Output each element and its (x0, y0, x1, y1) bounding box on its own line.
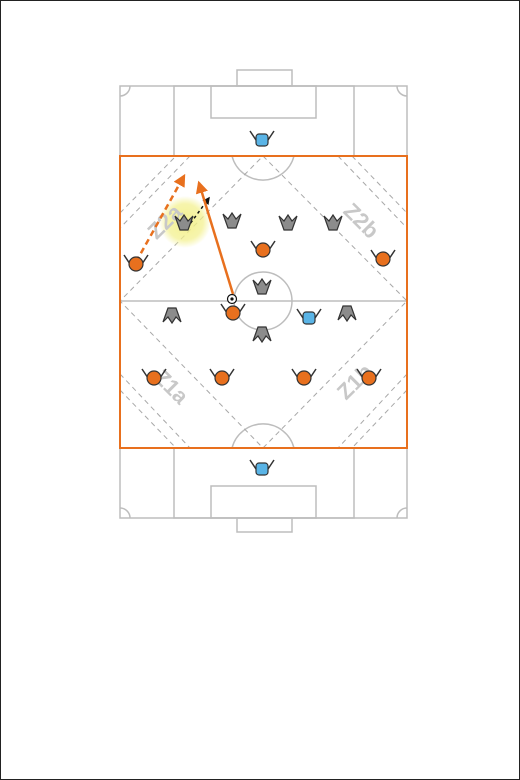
grey-opponent-icon (323, 213, 343, 231)
players-layer (123, 130, 396, 476)
top-goal (236, 69, 293, 87)
grey-opponent-icon (252, 326, 272, 344)
grey-opponent-icon (337, 305, 357, 323)
central-diamond (119, 155, 408, 449)
run-arrow-left-player (134, 173, 186, 263)
orange-player-icon (123, 254, 149, 272)
bottom-penalty-box (173, 447, 355, 519)
grey-opponent-icon (278, 213, 298, 231)
goalkeeper-icon (249, 459, 275, 476)
goalkeeper-icon (296, 308, 322, 325)
bottom-penalty-arc (231, 423, 295, 449)
pitch-boundary (119, 85, 408, 519)
top-penalty-arc (231, 155, 295, 181)
goalkeeper-icon (249, 130, 275, 147)
grey-opponent-icon (222, 211, 242, 229)
grey-opponent-icon (162, 307, 182, 325)
run-arrow-centre-player (195, 180, 235, 295)
zone-label-z2b: Z2b (339, 198, 384, 243)
grey-opponent-icon (174, 213, 194, 231)
orange-player-icon (291, 368, 317, 386)
orange-player-icon (141, 368, 167, 386)
orange-player-icon (250, 240, 276, 258)
orange-player-icon (209, 368, 235, 386)
zone-dividers (119, 155, 408, 449)
bottom-goal (236, 517, 293, 533)
orange-player-icon (370, 249, 396, 267)
orange-player-icon (356, 368, 382, 386)
top-six-yard-box (210, 85, 317, 119)
orange-player-icon (220, 303, 246, 321)
bottom-six-yard-box (210, 485, 317, 519)
playing-zone-border (119, 155, 408, 449)
grey-opponent-icon (252, 277, 272, 295)
soccer-ball-icon (226, 293, 238, 305)
